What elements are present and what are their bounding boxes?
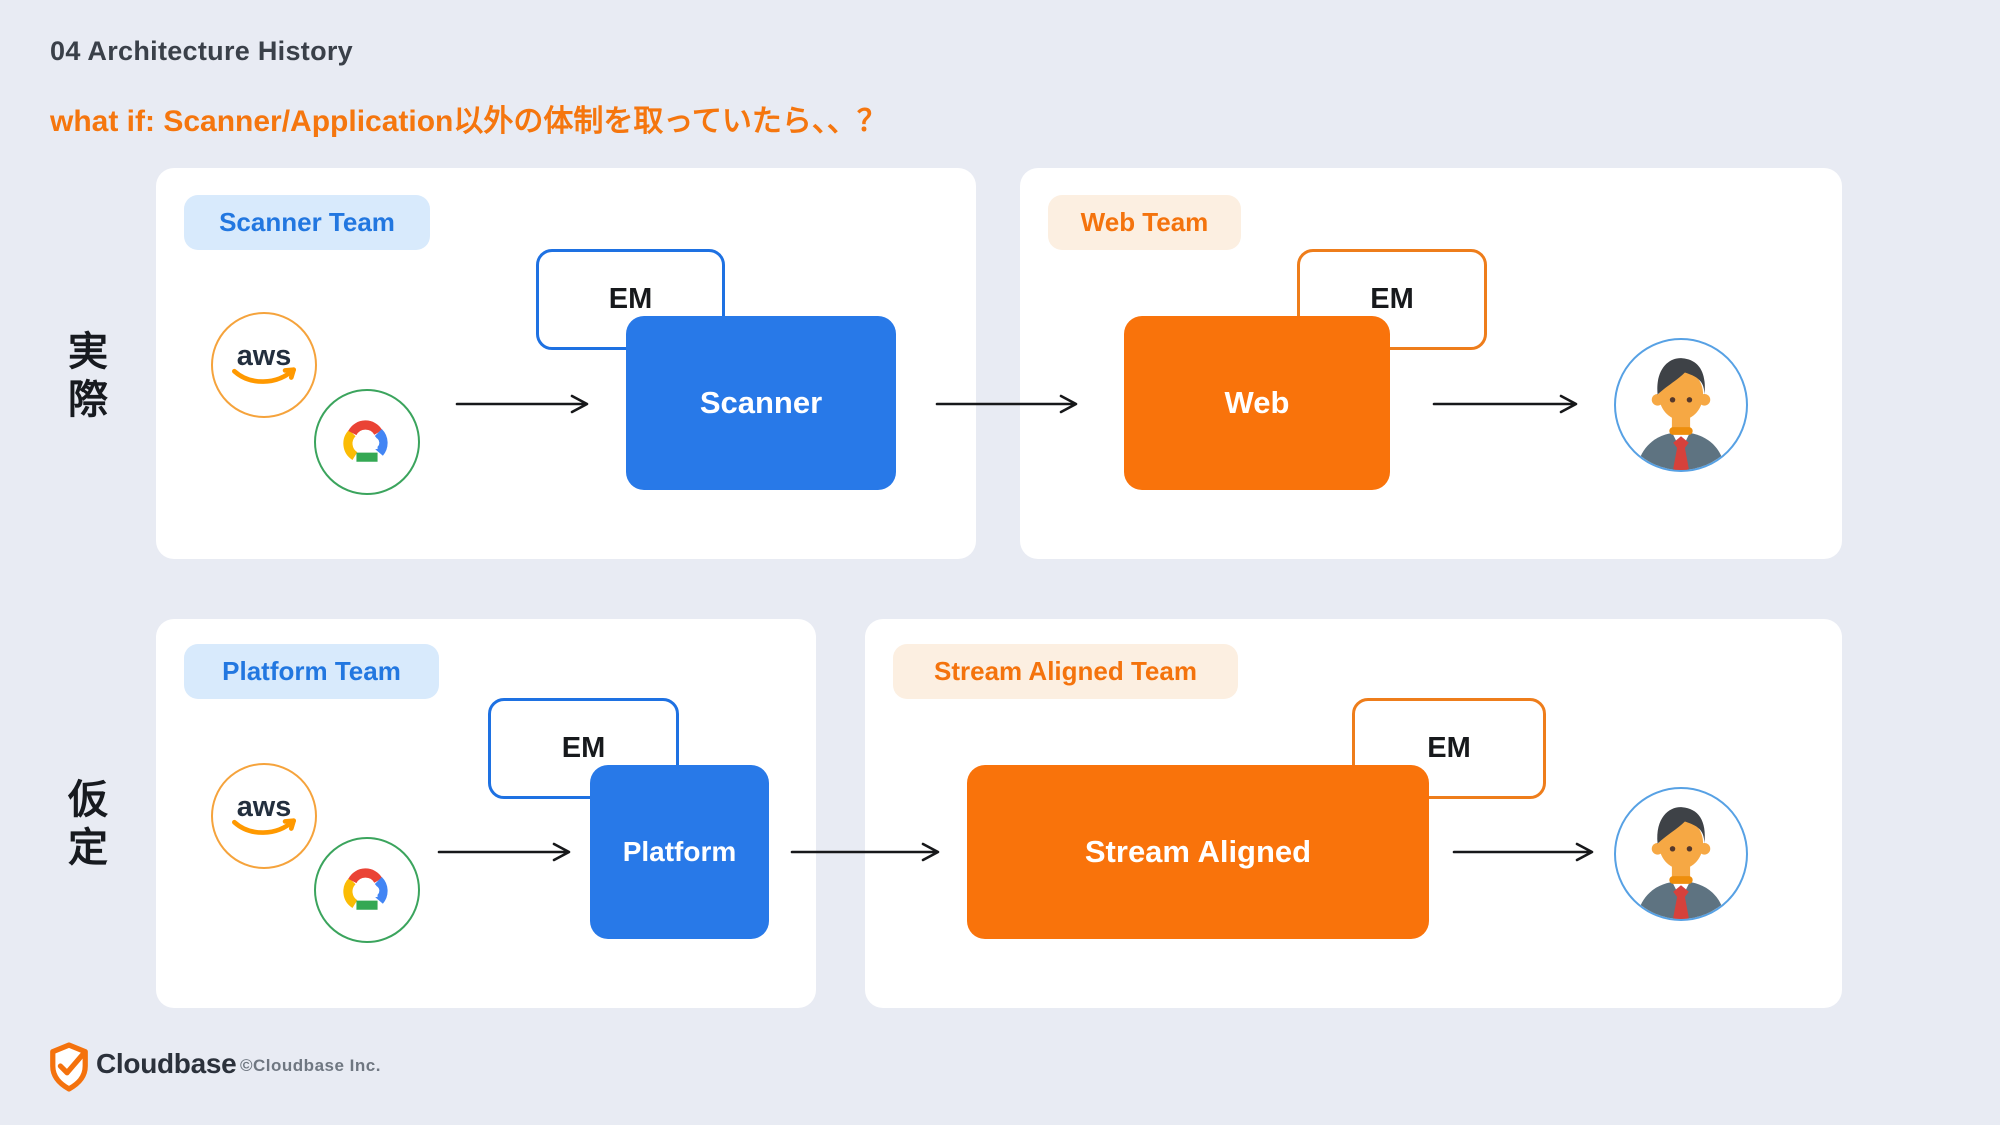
google-cloud-icon <box>314 389 420 495</box>
page-subtitle: what if: Scanner/Application以外の体制を取っていたら… <box>50 105 887 138</box>
copyright-text: ©Cloudbase Inc. <box>240 1056 381 1075</box>
brand-name: Cloudbase <box>96 1048 237 1079</box>
row-label-actual: 実際 <box>62 330 106 426</box>
person-icon <box>1614 338 1748 472</box>
team-badge-scanner: Scanner Team <box>184 195 430 250</box>
google-cloud-icon <box>314 837 420 943</box>
platform-box: Platform <box>590 765 769 939</box>
team-badge-web: Web Team <box>1048 195 1241 250</box>
page-title: 04 Architecture History <box>50 36 354 66</box>
team-badge-platform: Platform Team <box>184 644 439 699</box>
person-icon <box>1614 787 1748 921</box>
cloudbase-shield-icon <box>50 1042 88 1092</box>
team-badge-stream-aligned: Stream Aligned Team <box>893 644 1238 699</box>
aws-icon: aws <box>211 312 317 418</box>
stream-aligned-box: Stream Aligned <box>967 765 1429 939</box>
scanner-box: Scanner <box>626 316 896 490</box>
web-box: Web <box>1124 316 1390 490</box>
aws-icon: aws <box>211 763 317 869</box>
aws-logo-text: aws <box>237 791 292 823</box>
aws-logo-text: aws <box>237 340 292 372</box>
row-label-hypothetical: 仮定 <box>62 778 106 874</box>
